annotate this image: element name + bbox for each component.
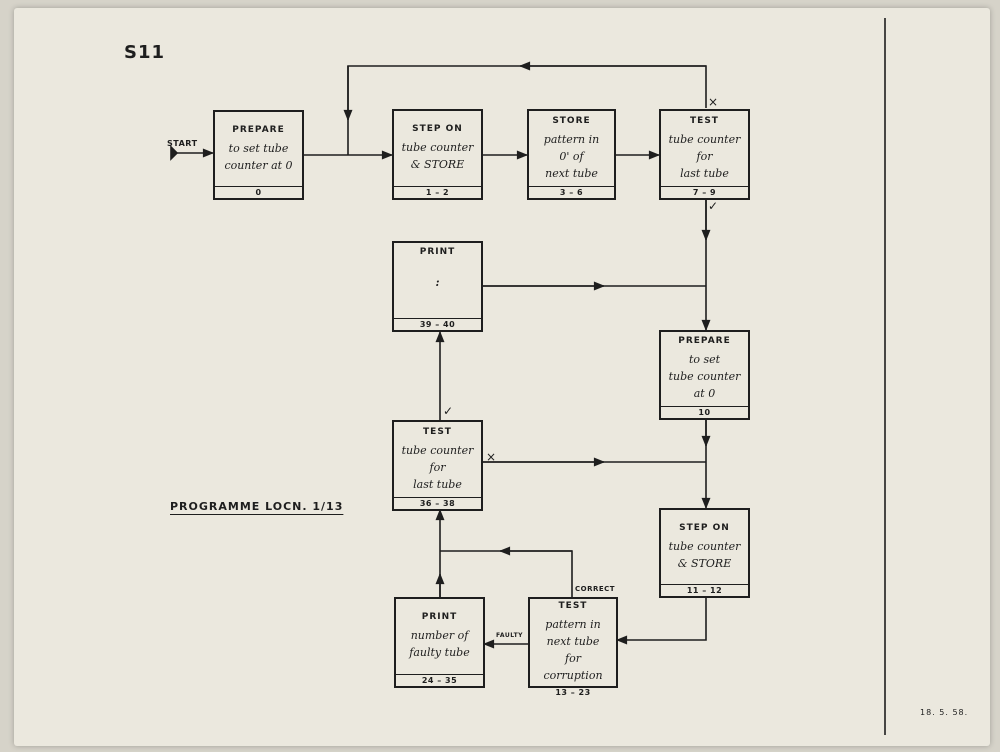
box-line: next tube [546,635,600,648]
box-line: last tube [680,166,729,180]
box-line: to set tube [228,141,289,155]
box-location: 36 – 38 [394,497,481,509]
box-line: & STORE [677,556,732,570]
box-location: 7 – 9 [661,186,748,198]
box-line: pattern in [543,132,600,146]
box-line: to set [688,353,721,366]
start-label: START [167,139,198,148]
box-line: pattern in [545,618,601,631]
box-title: TEST [423,426,452,437]
box-line: tube counter [401,443,474,457]
box-line: number of [410,629,469,642]
box-title: TEST [558,601,588,611]
box-title: PRINT [421,612,458,622]
box-line: for corruption [543,652,603,682]
box-title: PRINT [419,247,456,257]
box-location: 11 – 12 [661,584,748,596]
box-line: for [429,460,446,474]
test2-pass-mark: ✓ [443,404,454,418]
sheet-id: S11 [124,42,166,63]
box-location: 13 – 23 [530,686,616,698]
box-line: & STORE [410,158,465,171]
programme-label: PROGRAMME LOCN. 1/13 [170,500,344,513]
box-step-on-counter: STEP ON tube counter & STORE 1 – 2 [392,109,483,200]
box-test-last-tube-2: TEST tube counter for last tube 36 – 38 [392,420,483,511]
box-store-pattern: STORE pattern in 0' of next tube 3 – 6 [527,109,616,200]
box-line: 0' of [559,149,584,163]
box-location: 39 – 40 [394,318,481,330]
wire-stepon2-test3 [615,597,707,645]
box-line: counter at 0 [224,158,293,172]
box-title: TEST [690,115,719,126]
faulty-label: FAULTY [496,632,524,639]
box-print-faulty: PRINT number of faulty tube 24 – 35 [394,597,485,688]
box-location: 24 – 35 [396,674,483,686]
box-print-colon: PRINT : 39 – 40 [392,241,483,332]
box-location: 10 [661,406,748,418]
box-title: STORE [552,115,591,126]
box-line: tube counter [668,370,741,383]
box-test-corruption: TEST pattern in next tube for corruption… [528,597,618,697]
box-line: next tube [545,166,598,180]
start-marker [170,145,179,161]
test1-fail-mark: × [708,95,719,109]
box-location: 1 – 2 [394,186,481,198]
box-title: PREPARE [232,124,285,135]
box-title: STEP ON [679,522,730,533]
box-line: faulty tube [409,646,470,659]
paper [14,8,990,746]
box-line: last tube [413,477,462,491]
box-line: tube counter [401,141,474,154]
correct-label: CORRECT [575,585,616,593]
box-line: tube counter [668,539,741,553]
date: 18. 5. 58. [920,708,969,717]
box-location: 3 – 6 [529,186,614,198]
box-line: for [696,149,713,163]
test1-pass-mark: ✓ [708,199,719,213]
test2-fail-mark: × [486,450,497,464]
box-line: at 0 [693,387,716,400]
box-title: STEP ON [412,124,463,134]
box-test-last-tube-1: TEST tube counter for last tube 7 – 9 [659,109,750,200]
box-line: : [435,276,440,289]
wire-test3-correct [440,550,573,597]
box-location: 0 [215,186,302,198]
box-prepare-counter-2: PREPARE to set tube counter at 0 10 [659,330,750,420]
box-step-on-counter-2: STEP ON tube counter & STORE 11 – 12 [659,508,750,598]
box-line: tube counter [668,132,741,146]
box-title: PREPARE [678,336,731,346]
box-prepare-counter: PREPARE to set tube counter at 0 0 [213,110,304,200]
